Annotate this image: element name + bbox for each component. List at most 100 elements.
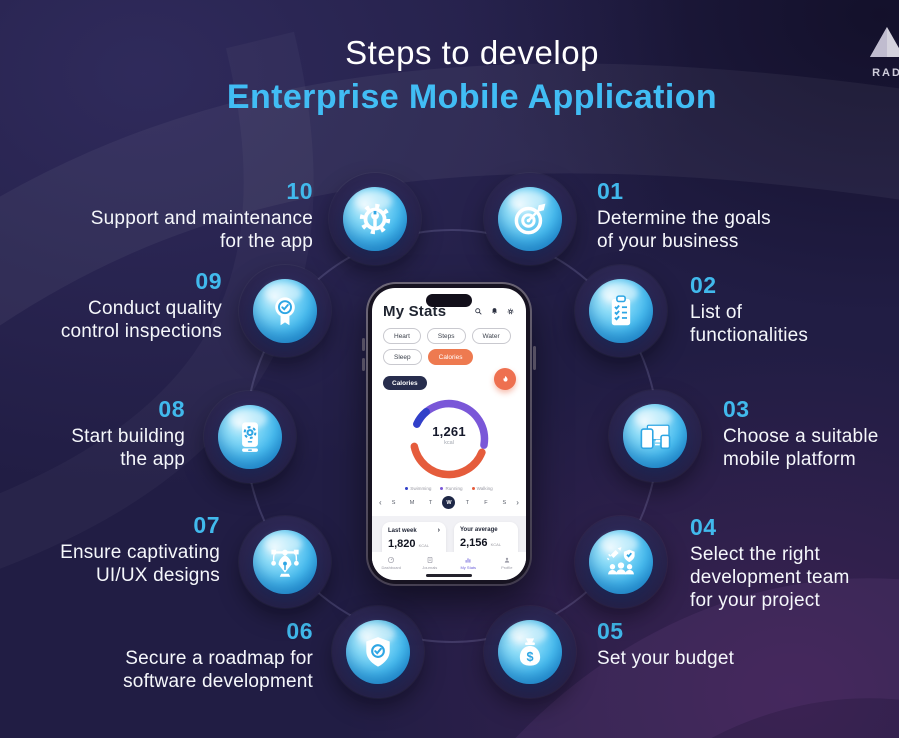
- step-09-number: 09: [195, 268, 222, 294]
- step-03-icon: [609, 390, 701, 482]
- dashboard-icon: [388, 557, 395, 563]
- last-week-value: 1,820: [388, 538, 416, 550]
- step-03-label: Choose a suitable mobile platform: [723, 426, 879, 470]
- step-07-icon: [239, 516, 331, 608]
- activity-legend: Swimming Running Walking: [372, 486, 526, 491]
- pill-water[interactable]: Water: [471, 328, 511, 344]
- step-10-number: 10: [286, 178, 313, 204]
- step-10-label: Support and maintenance for the app: [90, 208, 313, 252]
- bell-icon[interactable]: [490, 307, 499, 316]
- nav-dashboard[interactable]: Dashboard: [372, 556, 411, 570]
- step-10: 10 Support and maintenance for the app: [91, 178, 313, 254]
- calories-donut-chart: 1,261 kcal: [406, 396, 492, 482]
- profile-icon: [504, 557, 509, 563]
- legend-swimming: Swimming: [410, 486, 432, 491]
- gear-icon[interactable]: [506, 307, 515, 316]
- day-sun[interactable]: S: [391, 499, 396, 506]
- legend-walking: Walking: [476, 486, 493, 491]
- svg-text:$: $: [526, 650, 533, 664]
- chevron-right-icon: ›: [437, 527, 440, 534]
- pill-calories-active[interactable]: Calories: [427, 349, 474, 365]
- calories-badge: Calories: [383, 376, 427, 390]
- step-04: 04 Select the right development team for…: [690, 514, 850, 612]
- day-tue[interactable]: T: [428, 499, 433, 506]
- step-04-icon: [575, 516, 667, 608]
- money-bag-icon: $: [498, 620, 562, 684]
- phone-screen: My Stats Heart Steps Water Sleep Calorie…: [372, 288, 526, 580]
- nav-my-stats-active[interactable]: My Stats: [449, 556, 488, 570]
- step-01-number: 01: [597, 178, 624, 204]
- step-08-number: 08: [158, 396, 185, 422]
- step-04-label: Select the right development team for yo…: [690, 544, 850, 611]
- step-01: 01 Determine the goals of your business: [597, 178, 771, 254]
- flame-fab-button[interactable]: [494, 368, 516, 390]
- step-07: 07 Ensure captivating UI/UX designs: [60, 512, 220, 588]
- day-wed-selected[interactable]: W: [442, 496, 456, 509]
- bar-chart-icon: [465, 558, 471, 563]
- home-indicator: [426, 574, 472, 577]
- prev-day-chevron[interactable]: ‹: [379, 497, 382, 507]
- shield-check-icon: [346, 620, 410, 684]
- step-08-label: Start building the app: [71, 426, 185, 470]
- average-unit: KCAL: [490, 542, 502, 547]
- nav-journals[interactable]: Journals: [411, 556, 450, 570]
- phone-mockup: My Stats Heart Steps Water Sleep Calorie…: [362, 282, 536, 586]
- search-icon[interactable]: [474, 307, 483, 316]
- phone-frame: My Stats Heart Steps Water Sleep Calorie…: [368, 284, 530, 584]
- step-06-icon: [332, 606, 424, 698]
- pill-steps[interactable]: Steps: [426, 328, 466, 344]
- pill-heart[interactable]: Heart: [383, 328, 421, 344]
- day-mon[interactable]: M: [409, 499, 415, 506]
- step-06-number: 06: [286, 618, 313, 644]
- step-02: 02 List of functionalities: [690, 272, 808, 348]
- running-dot: [440, 487, 444, 490]
- team-shield-icon: [589, 530, 653, 594]
- step-07-label: Ensure captivating UI/UX designs: [60, 542, 220, 586]
- phone-gear-icon: [218, 405, 282, 469]
- step-01-icon: [484, 173, 576, 265]
- volume-button: [362, 358, 365, 371]
- last-week-unit: KCAL: [418, 543, 430, 548]
- calories-value: 1,261: [432, 424, 466, 439]
- nav-profile[interactable]: Profile: [488, 556, 527, 570]
- next-day-chevron[interactable]: ›: [516, 497, 519, 507]
- step-05: 05 Set your budget: [597, 618, 734, 671]
- pen-tool-icon: [253, 530, 317, 594]
- journal-icon: [427, 557, 433, 563]
- page-title: Steps to develop Enterprise Mobile Appli…: [45, 34, 899, 117]
- pill-sleep[interactable]: Sleep: [383, 349, 422, 365]
- devices-icon: [623, 404, 687, 468]
- step-08: 08 Start building the app: [71, 396, 185, 472]
- step-05-number: 05: [597, 618, 624, 644]
- day-thu[interactable]: T: [465, 499, 470, 506]
- step-10-icon: [329, 173, 421, 265]
- app-title: My Stats: [383, 303, 447, 320]
- brand-name: RAD: [872, 67, 899, 79]
- day-sat[interactable]: S: [502, 499, 507, 506]
- step-09-icon: [239, 265, 331, 357]
- walking-dot: [471, 487, 475, 490]
- checklist-icon: [589, 279, 653, 343]
- sail-logo-icon: [870, 27, 899, 57]
- average-title: Your average: [460, 527, 498, 533]
- day-fri[interactable]: F: [484, 499, 488, 506]
- step-05-label: Set your budget: [597, 648, 735, 669]
- step-09-label: Conduct quality control inspections: [60, 298, 222, 342]
- step-06-label: Secure a roadmap for software developmen…: [123, 648, 313, 692]
- step-01-label: Determine the goals of your business: [597, 208, 771, 252]
- calories-unit: kcal: [444, 440, 454, 446]
- step-09: 09 Conduct quality control inspections: [61, 268, 222, 344]
- medal-check-icon: [253, 279, 317, 343]
- step-08-icon: [204, 391, 296, 483]
- dynamic-island: [426, 294, 472, 307]
- swimming-dot: [405, 487, 409, 490]
- gear-wrench-icon: [343, 187, 407, 251]
- legend-running: Running: [445, 486, 463, 491]
- average-value: 2,156: [460, 537, 488, 549]
- volume-button: [362, 338, 365, 351]
- brand-logo: RAD: [852, 26, 899, 79]
- target-dart-icon: [498, 187, 562, 251]
- flame-icon: [502, 375, 508, 382]
- title-line2: Enterprise Mobile Application: [226, 78, 718, 116]
